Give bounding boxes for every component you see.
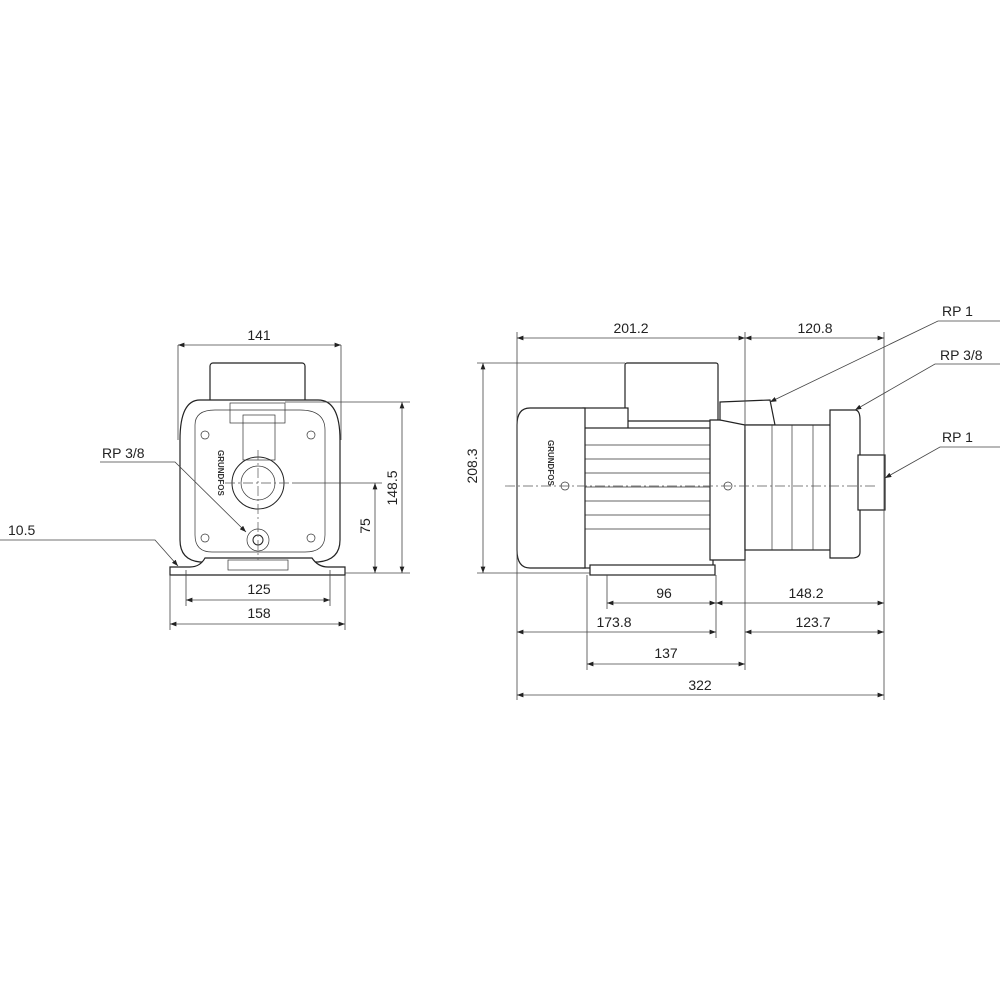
dim-10-5: 10.5 [8,522,35,538]
dim-137: 137 [654,645,678,661]
dim-158: 158 [247,605,271,621]
base-plate [169,557,346,576]
dim-75: 75 [357,518,373,534]
label-rp-3-8-front: RP 3/8 [102,445,145,461]
pump-chamber [744,424,834,551]
motor-body [582,427,714,569]
motor-foot [589,564,716,576]
outlet-port [857,454,886,511]
priming-port [719,399,776,426]
logo-text: GRUNDFOS [546,440,555,486]
dim-322: 322 [688,677,712,693]
dim-148-2: 148.2 [788,585,823,601]
fan-cover [516,407,586,569]
dim-120-8: 120.8 [797,320,832,336]
side-view: GRUNDFOS 201.2 120.8 208.3 96 148.2 173.… [464,303,1000,700]
pump-body [179,399,341,563]
label-rp-3-8-vent: RP 3/8 [940,347,983,363]
dim-208-3: 208.3 [464,448,480,483]
dim-141: 141 [247,327,271,343]
dim-148-5: 148.5 [384,470,400,505]
terminal-box [209,362,306,404]
dim-173-8: 173.8 [596,614,631,630]
dim-125: 125 [247,581,271,597]
dim-201-2: 201.2 [613,320,648,336]
front-view: GRUNDFOS 141 148.5 75 125 158 10.5 RP 3/… [0,327,410,630]
end-cover [829,409,861,559]
dim-123-7: 123.7 [795,614,830,630]
label-rp-1-priming: RP 1 [942,303,973,319]
terminal-box [624,362,719,422]
label-rp-1-outlet: RP 1 [942,429,973,445]
dim-96: 96 [656,585,672,601]
logo-text: GRUNDFOS [216,450,225,496]
